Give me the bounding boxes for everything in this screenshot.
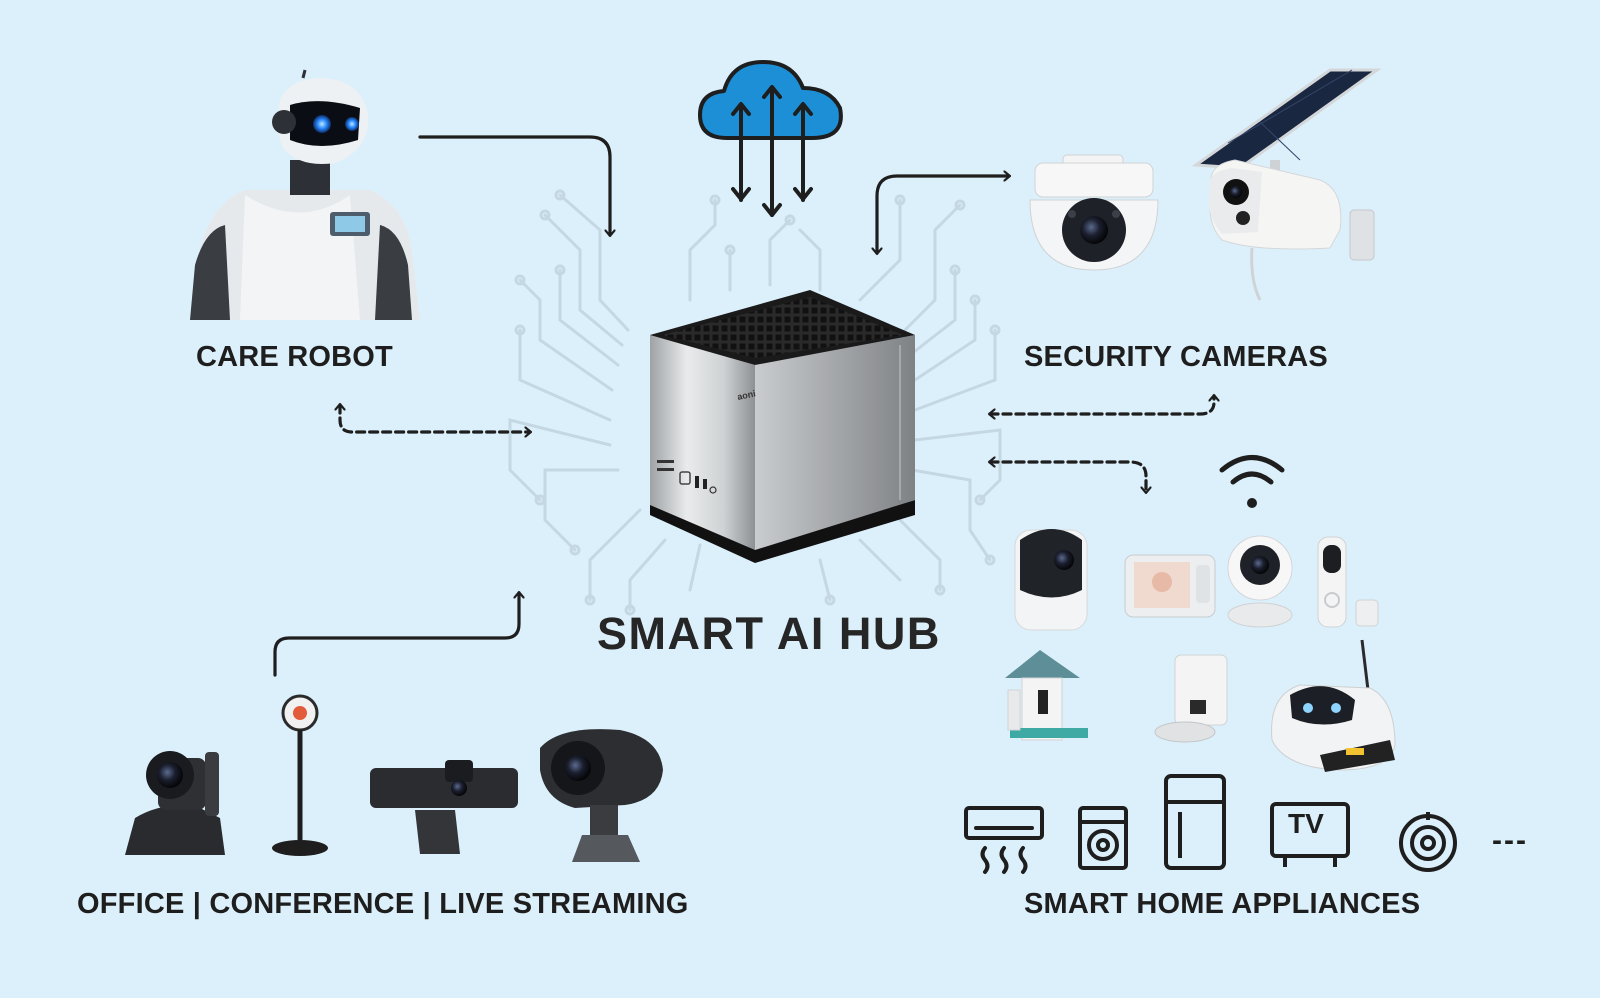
refrigerator-icon [1164, 774, 1226, 870]
smart-home-device-baby-monitor [1124, 554, 1216, 618]
arrow-hub-security-cameras-bidirectional [990, 396, 1214, 414]
washing-machine-icon [1078, 806, 1128, 870]
television-icon [1270, 802, 1350, 867]
care-robot-label: CARE ROBOT [196, 341, 393, 373]
arrow-robot-hub-bidirectional [340, 405, 530, 432]
arrow-robot-to-hub [418, 135, 610, 235]
smart-home-device-dome-camera [1227, 535, 1293, 628]
office-device-streaming-camera [540, 729, 663, 862]
smart-home-appliances-label: SMART HOME APPLIANCES [1024, 888, 1421, 920]
circuit-traces [508, 189, 1002, 616]
cloud-icon [698, 60, 843, 217]
security-camera-solar [1191, 68, 1382, 301]
arrow-office-to-hub [273, 593, 519, 677]
smart-home-device-video-doorbell [1317, 536, 1379, 628]
security-cameras-label: SECURITY CAMERAS [1024, 341, 1328, 373]
smart-ai-hub-device: aoni [650, 290, 915, 563]
more-appliances-ellipsis: --- [1492, 824, 1528, 857]
robot-vacuum-icon [1399, 812, 1457, 872]
wifi-icon [1219, 455, 1285, 508]
arrow-hub-cameras [877, 176, 1009, 253]
tv-icon-text: TV [1288, 808, 1324, 839]
smart-ai-hub-label: SMART AI HUB [597, 608, 941, 659]
air-conditioner-icon [964, 806, 1044, 874]
smart-home-device-pet-feeder [1154, 654, 1228, 743]
office-conference-streaming-label: OFFICE | CONFERENCE | LIVE STREAMING [77, 888, 689, 920]
smart-home-device-companion-robot [1271, 639, 1396, 772]
security-camera-ptz [1029, 154, 1159, 271]
office-device-ptz-camera [125, 751, 225, 855]
care-robot-image [190, 69, 420, 320]
svg-text:aoni: aoni [736, 388, 756, 402]
office-device-ring-light-webcam [272, 694, 328, 856]
arrow-hub-smart-home-bidirectional [990, 462, 1146, 492]
connection-arrows [273, 135, 1214, 677]
smart-home-device-bird-feeder [1005, 650, 1088, 741]
office-device-conference-camera [370, 760, 518, 854]
smart-home-device-pan-camera [1014, 529, 1088, 631]
